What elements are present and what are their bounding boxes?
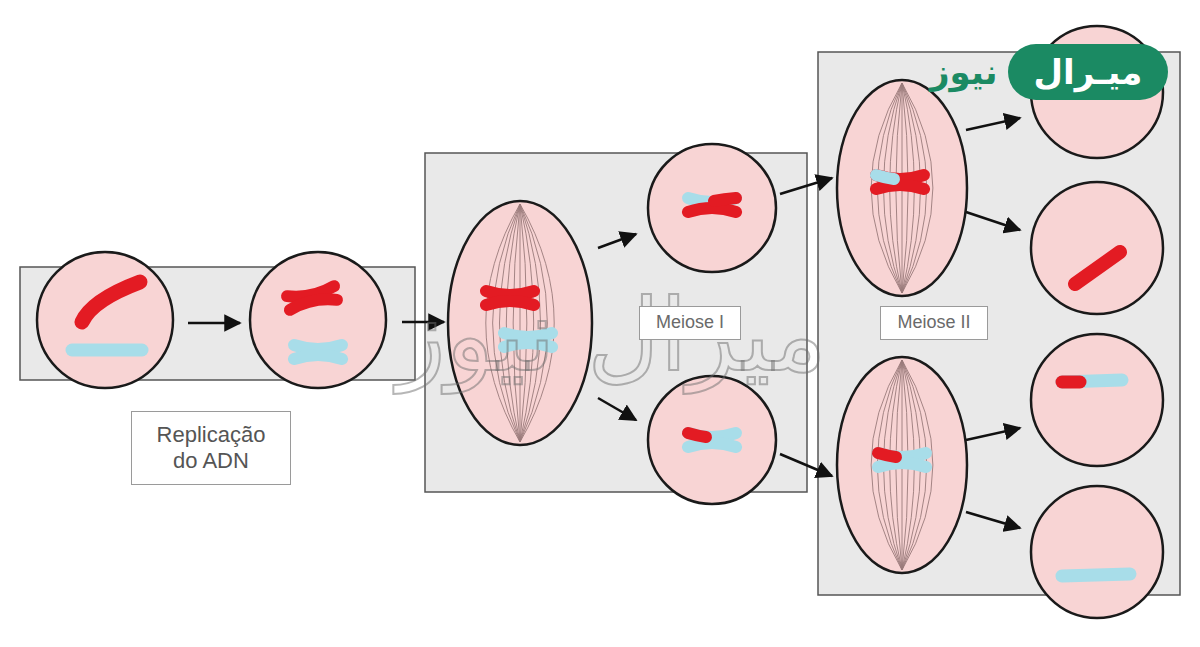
label-box: Replicação do ADN xyxy=(131,411,291,486)
panel-label: Meiose II xyxy=(897,312,970,334)
logo-badge: ميـرالنيوز xyxy=(1008,44,1169,100)
chromosomes xyxy=(72,175,1130,576)
watermark: ميرال نيوز xyxy=(397,277,826,394)
logo-word: نيوز xyxy=(930,52,998,92)
arrows xyxy=(188,118,1020,528)
cells xyxy=(37,26,1163,618)
panel-label: Replicação do ADN xyxy=(146,422,276,475)
label-box: Meiose II xyxy=(880,306,987,340)
panel-label: Meiose I xyxy=(656,312,724,334)
logo-text: ميـرال xyxy=(1034,52,1143,92)
label-box: Meiose I xyxy=(639,306,741,340)
